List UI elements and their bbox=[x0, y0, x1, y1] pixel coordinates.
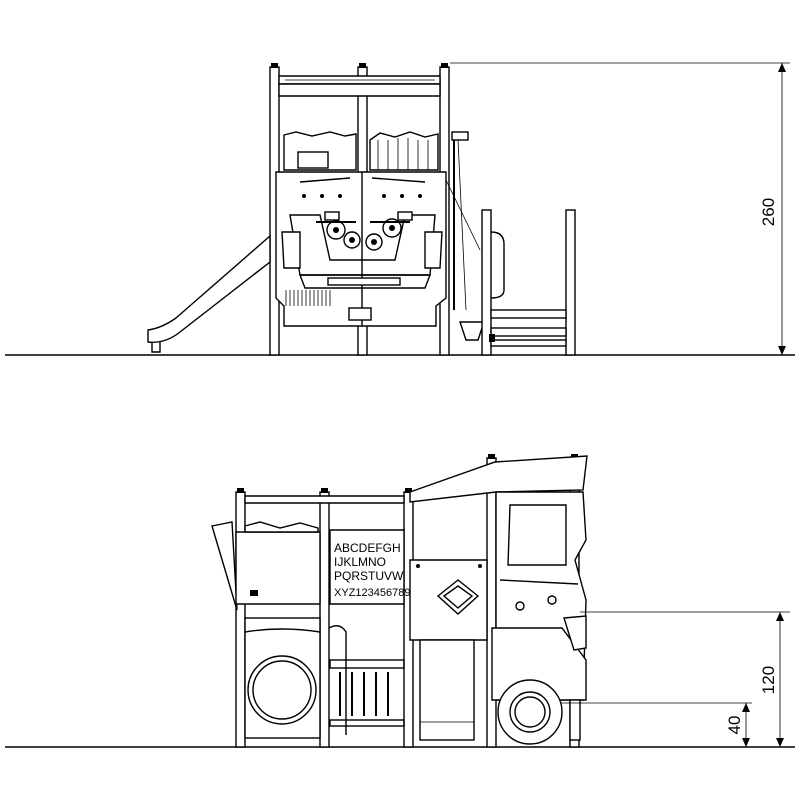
alphabet-row-3: PQRSTUVW bbox=[334, 569, 404, 583]
dimension-label-260: 260 bbox=[759, 198, 778, 226]
alphabet-panel: ABCDEFGH IJKLMNO PQRSTUVW XYZ123456789 bbox=[329, 529, 410, 605]
front-slide bbox=[147, 234, 271, 343]
dimension-label-120: 120 bbox=[759, 666, 778, 694]
side-wall-panel bbox=[211, 521, 238, 611]
front-steps bbox=[481, 209, 576, 356]
front-view: 260 bbox=[5, 62, 795, 356]
side-view: ABCDEFGH IJKLMNO PQRSTUVW XYZ123456789 bbox=[5, 454, 795, 748]
side-wheel bbox=[497, 679, 581, 745]
side-roofs bbox=[244, 455, 588, 504]
front-truck-body bbox=[275, 171, 447, 327]
front-upper-panels bbox=[283, 131, 439, 171]
side-railing bbox=[328, 625, 405, 735]
front-roof bbox=[278, 75, 441, 97]
dimension-40: 40 bbox=[560, 702, 752, 747]
alphabet-row-4: XYZ123456789 bbox=[334, 587, 410, 599]
dimension-260: 260 bbox=[450, 62, 790, 355]
side-tunnel bbox=[244, 617, 321, 739]
dimension-label-40: 40 bbox=[725, 716, 744, 735]
side-truck-cab bbox=[491, 491, 587, 701]
side-cab-panel bbox=[409, 559, 488, 641]
front-chain-ladder bbox=[445, 131, 485, 341]
alphabet-row-1: ABCDEFGH bbox=[334, 541, 401, 555]
side-slide bbox=[419, 639, 475, 741]
alphabet-row-2: IJKLMNO bbox=[334, 555, 386, 569]
dimension-120: 120 bbox=[580, 611, 790, 747]
